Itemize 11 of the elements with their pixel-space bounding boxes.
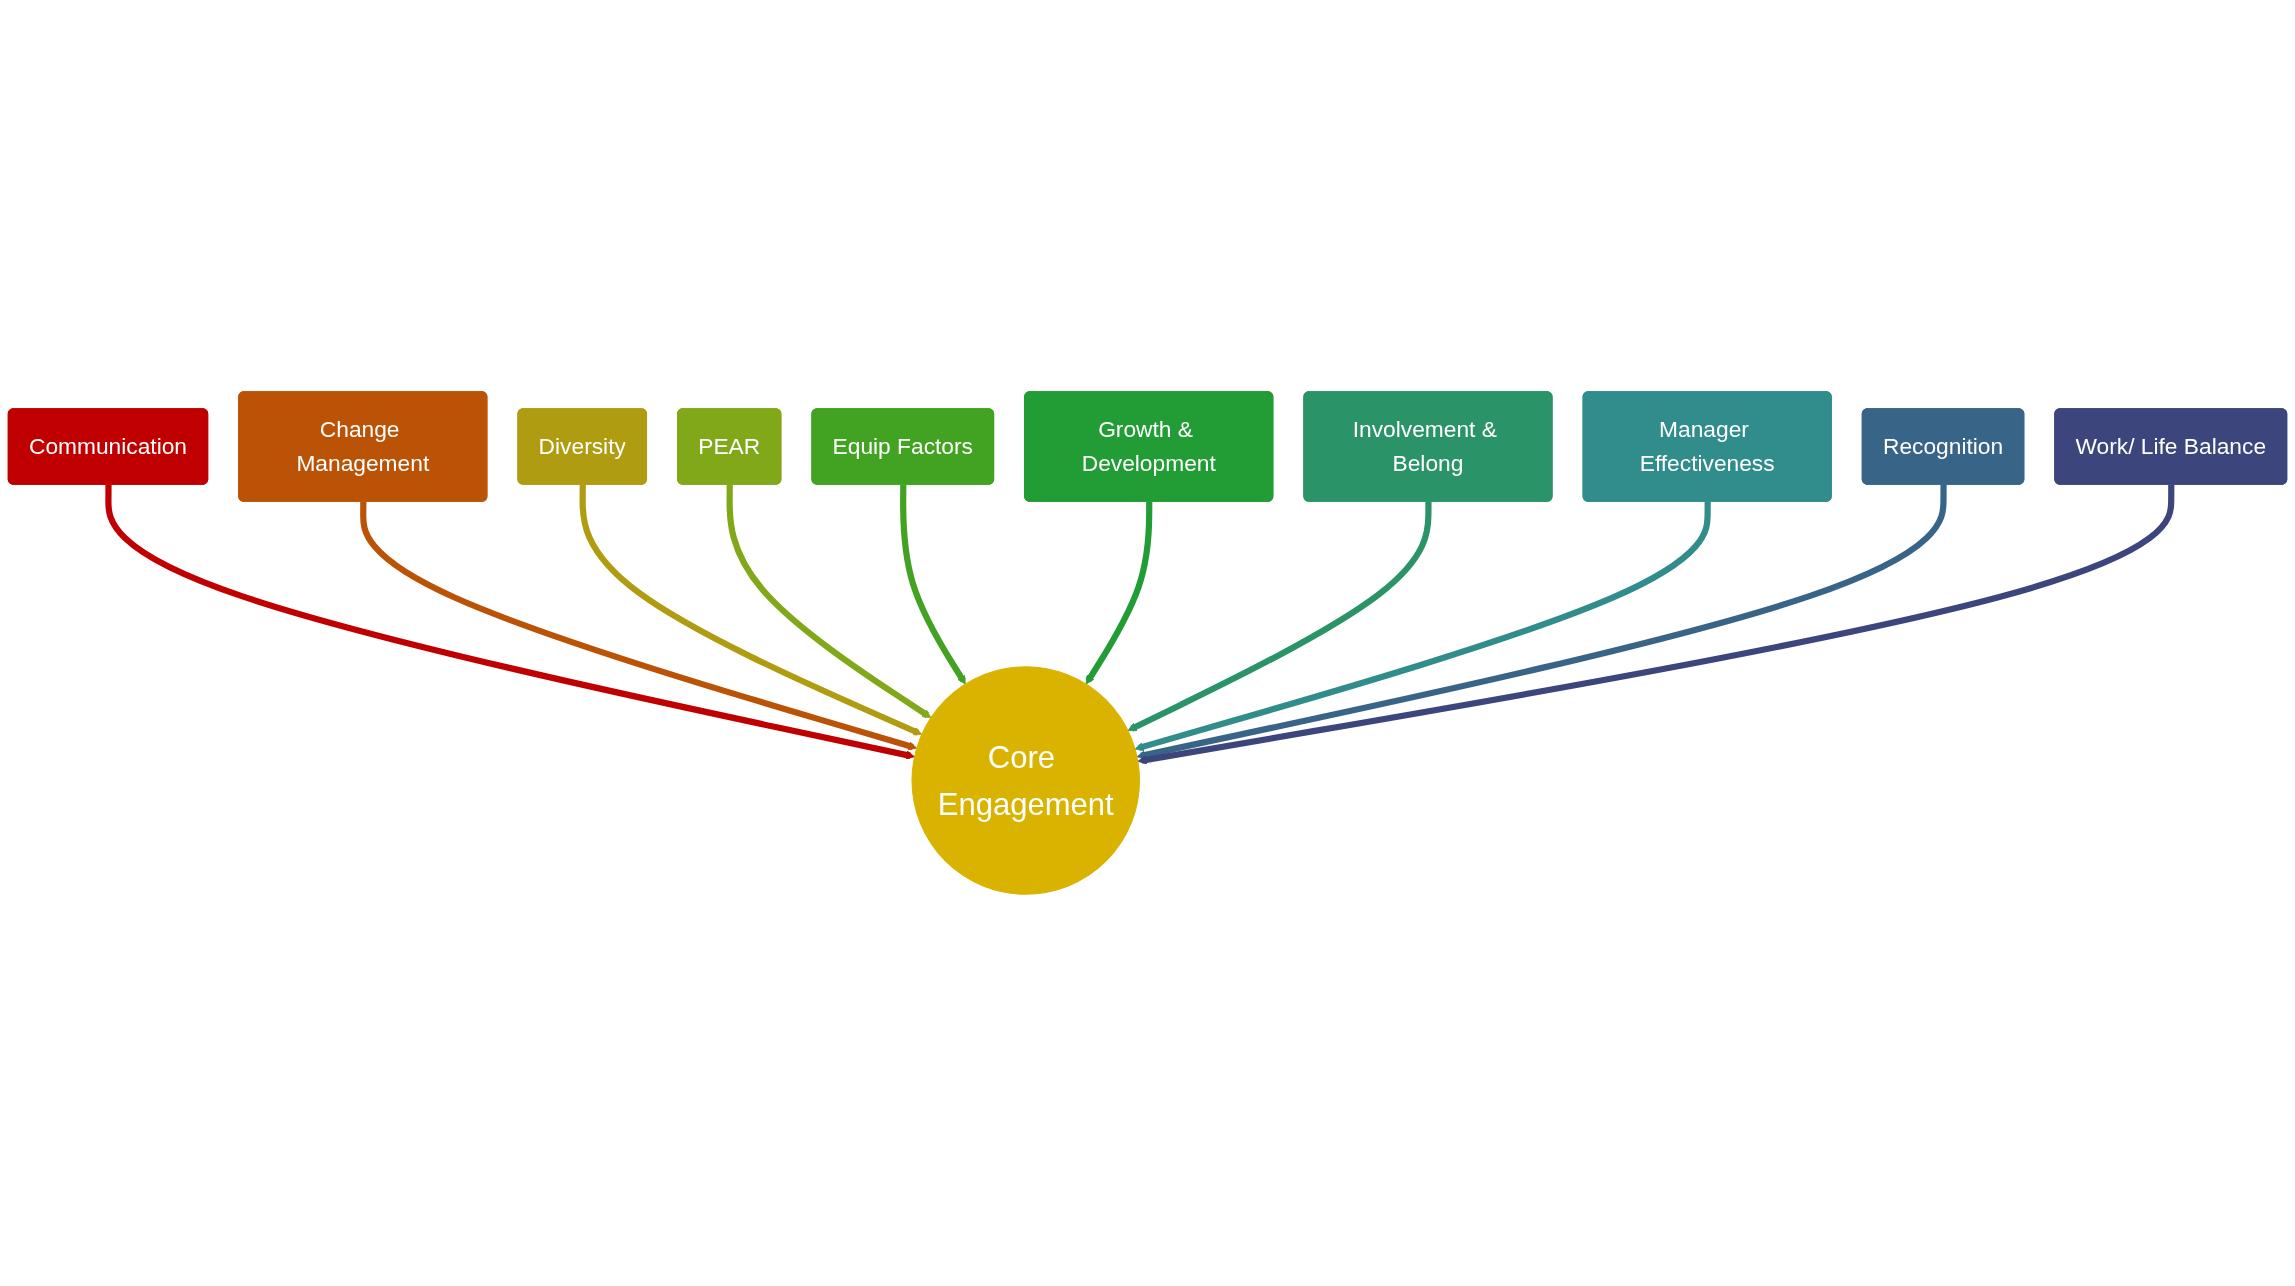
- arrow: [360, 501, 918, 751]
- arrow: [1137, 484, 2175, 765]
- node-circle: Core Engagement: [911, 666, 1141, 895]
- arrow: [105, 484, 915, 760]
- arrow: [1134, 501, 1711, 752]
- arrow: [726, 484, 932, 719]
- arrow: [579, 484, 923, 736]
- arrow: [1127, 501, 1432, 732]
- arrow: [900, 484, 966, 685]
- arrow: [1136, 484, 1947, 760]
- arrow: [1085, 501, 1153, 685]
